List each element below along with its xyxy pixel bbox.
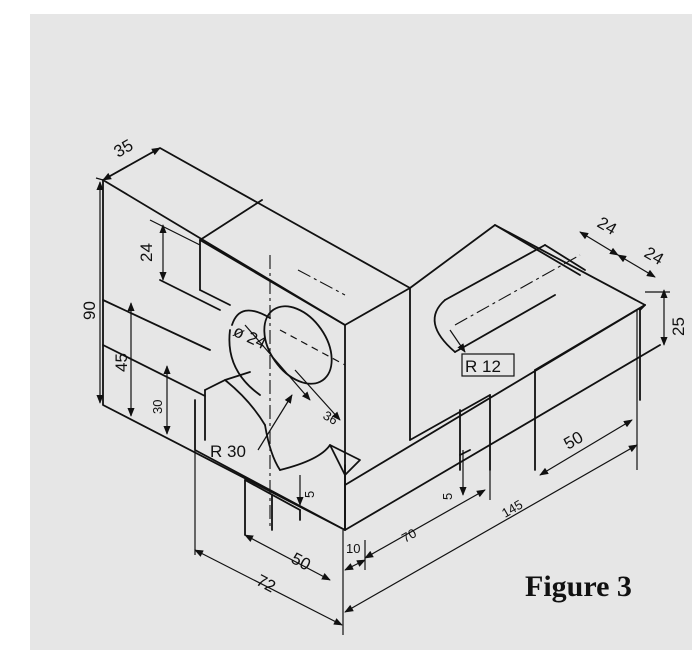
dim-45: 45: [112, 353, 131, 372]
dim-70: 70: [399, 525, 419, 545]
dim-50-bottom: 50: [288, 549, 314, 575]
dim-5-right: 5: [440, 493, 455, 500]
dim-5-left: 5: [302, 491, 317, 498]
dim-25: 25: [669, 317, 688, 336]
dimension-lines: [95, 147, 670, 635]
dim-30: 30: [150, 400, 165, 414]
dim-24-top-left: 24: [137, 243, 156, 262]
dimension-labels: 35 24 90 45 30 ø 24 R 30 36 5 50 72 10 7…: [80, 136, 688, 597]
dim-24-right-b: 24: [641, 243, 667, 269]
dim-90: 90: [80, 301, 99, 320]
dim-36: 36: [321, 408, 341, 428]
dim-dia-24: ø 24: [230, 321, 269, 353]
dim-35: 35: [111, 136, 137, 162]
bore-cradle: [204, 305, 361, 536]
dim-24-right-a: 24: [594, 213, 620, 239]
base-block: [194, 224, 661, 531]
dim-r12: R 12: [465, 357, 501, 376]
figure-caption: Figure 3: [525, 570, 632, 603]
dim-72: 72: [253, 571, 279, 597]
dim-145: 145: [499, 497, 525, 521]
dim-r30: R 30: [210, 442, 246, 461]
dim-10: 10: [346, 541, 360, 556]
